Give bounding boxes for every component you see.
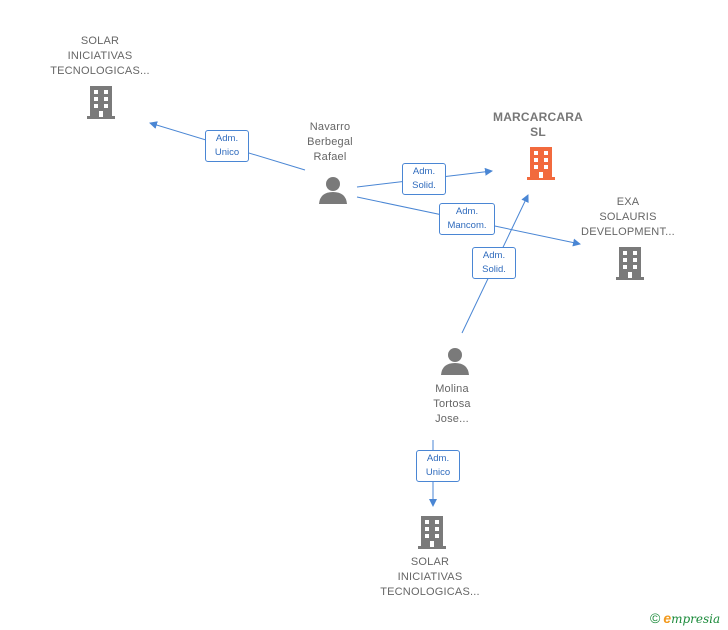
- company-name-line: SOLAR: [80, 35, 120, 47]
- role-label-line: Adm.: [426, 453, 450, 464]
- company-label-solar-top[interactable]: SOLAR INICIATIVAS TECNOLOGICAS...: [40, 34, 160, 79]
- company-name-line: SL: [530, 125, 546, 139]
- building-icon[interactable]: [614, 245, 646, 281]
- person-icon[interactable]: [440, 346, 470, 376]
- company-name-line: DEVELOPMENT...: [581, 226, 675, 238]
- company-name-line: INICIATIVAS: [67, 50, 133, 62]
- company-label-marcarcara[interactable]: MARCARCARA SL: [478, 110, 598, 140]
- person-name-line: Jose...: [435, 413, 469, 425]
- edge-label-navarro-solar[interactable]: Adm. Unico: [205, 130, 249, 162]
- person-icon[interactable]: [318, 175, 348, 205]
- person-name-line: Tortosa: [433, 398, 471, 410]
- person-name-line: Navarro: [309, 121, 351, 133]
- role-label-line: Adm.: [482, 250, 506, 261]
- role-label-line: Adm.: [215, 133, 239, 144]
- company-label-solar-bottom[interactable]: SOLAR INICIATIVAS TECNOLOGICAS...: [370, 555, 490, 600]
- person-name-line: Rafael: [313, 151, 347, 163]
- company-name-line: MARCARCARA: [493, 110, 583, 124]
- role-label-line: Solid.: [482, 264, 506, 275]
- role-label-line: Adm.: [412, 166, 436, 177]
- person-label-navarro[interactable]: Navarro Berbegal Rafael: [280, 120, 380, 165]
- company-name-line: TECNOLOGICAS...: [380, 586, 480, 598]
- building-icon[interactable]: [85, 84, 117, 120]
- person-label-molina[interactable]: Molina Tortosa Jose...: [402, 382, 502, 427]
- company-name-line: EXA: [616, 196, 640, 208]
- person-name-line: Molina: [435, 383, 469, 395]
- person-name-line: Berbegal: [307, 136, 353, 148]
- company-name-line: TECNOLOGICAS...: [50, 65, 150, 77]
- role-label-line: Unico: [214, 147, 240, 158]
- brand-name: mpresia: [671, 612, 721, 626]
- role-label-line: Solid.: [412, 180, 436, 191]
- company-name-line: SOLAR: [410, 556, 450, 568]
- company-name-line: SOLAURIS: [599, 211, 657, 223]
- building-icon[interactable]: [416, 514, 448, 550]
- building-icon-highlighted[interactable]: [525, 145, 557, 181]
- role-label-line: Adm.: [455, 206, 479, 217]
- copyright-icon: ©: [650, 610, 661, 626]
- brand-initial: e: [663, 610, 672, 626]
- edge-label-molina-solar[interactable]: Adm. Unico: [416, 450, 460, 482]
- role-label-line: Unico: [425, 467, 451, 478]
- edge-label-navarro-exa[interactable]: Adm. Mancom.: [439, 203, 495, 235]
- role-label-line: Mancom.: [447, 220, 487, 231]
- edge-label-navarro-marcarcara[interactable]: Adm. Solid.: [402, 163, 446, 195]
- company-name-line: INICIATIVAS: [397, 571, 463, 583]
- brand-logo: ©empresia: [650, 610, 720, 626]
- company-label-exa[interactable]: EXA SOLAURIS DEVELOPMENT...: [568, 195, 688, 240]
- edge-label-molina-marcarcara[interactable]: Adm. Solid.: [472, 247, 516, 279]
